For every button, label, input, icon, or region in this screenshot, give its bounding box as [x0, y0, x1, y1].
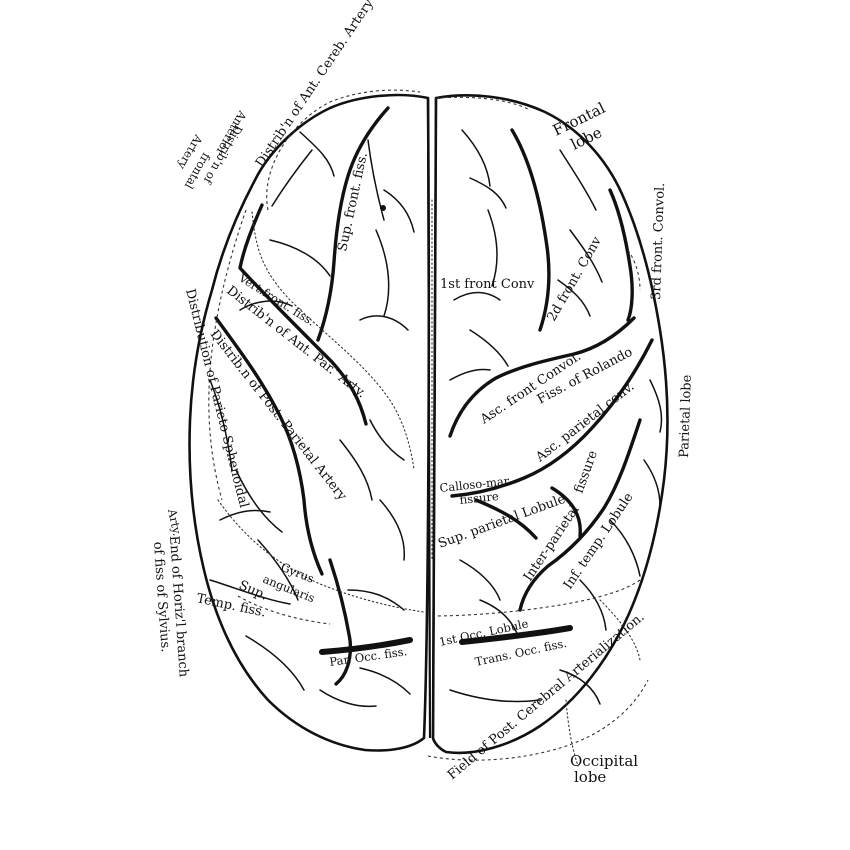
left-labels: Distrib'n of Ant. Cereb. Artery Distrib'… [150, 0, 408, 678]
label-parietal-lobe: Parietal lobe [677, 374, 695, 458]
left-hemisphere [188, 89, 431, 752]
left-main-fissure [238, 203, 368, 426]
left-postcentral-sulcus [214, 316, 324, 576]
label-inter-parietal-2: fissure [572, 448, 601, 495]
fissure-of-rolando [448, 316, 636, 438]
label-third-front-convol: 3rd front. Convol. [649, 182, 668, 300]
right-hemisphere [427, 94, 669, 767]
left-sup-front-fissure [316, 106, 390, 342]
label-first-front-conv: 1st front Conv [440, 277, 535, 292]
left-ant-cereb-boundary [266, 89, 421, 211]
right-postcentral-sulcus [450, 338, 654, 498]
label-calloso-2: fissure [459, 489, 500, 507]
right-labels: Frontal lobe 3rd front. Convol. 1st fron… [436, 99, 695, 786]
label-occipital-1: Occipital [570, 752, 638, 770]
label-first-occ-lobule: 1st Occ. Lobule [438, 616, 530, 649]
label-second-front-conv: 2d front. Conv [544, 234, 605, 324]
label-distrib-ant-cereb: Distrib'n of Ant. Cereb. Artery [253, 0, 377, 170]
label-arty: Arty. [165, 507, 185, 537]
left-hemisphere-outline [188, 93, 431, 752]
interparietal-fissure [518, 418, 642, 612]
left-par-occ-fiss [328, 558, 353, 686]
right-hemisphere-outline [431, 94, 669, 755]
left-par-occ-fiss-mark [319, 637, 413, 655]
right-sup-frontal-sulcus [510, 128, 551, 332]
label-occipital-2: lobe [574, 768, 606, 786]
right-inf-frontal-sulcus [608, 188, 634, 322]
